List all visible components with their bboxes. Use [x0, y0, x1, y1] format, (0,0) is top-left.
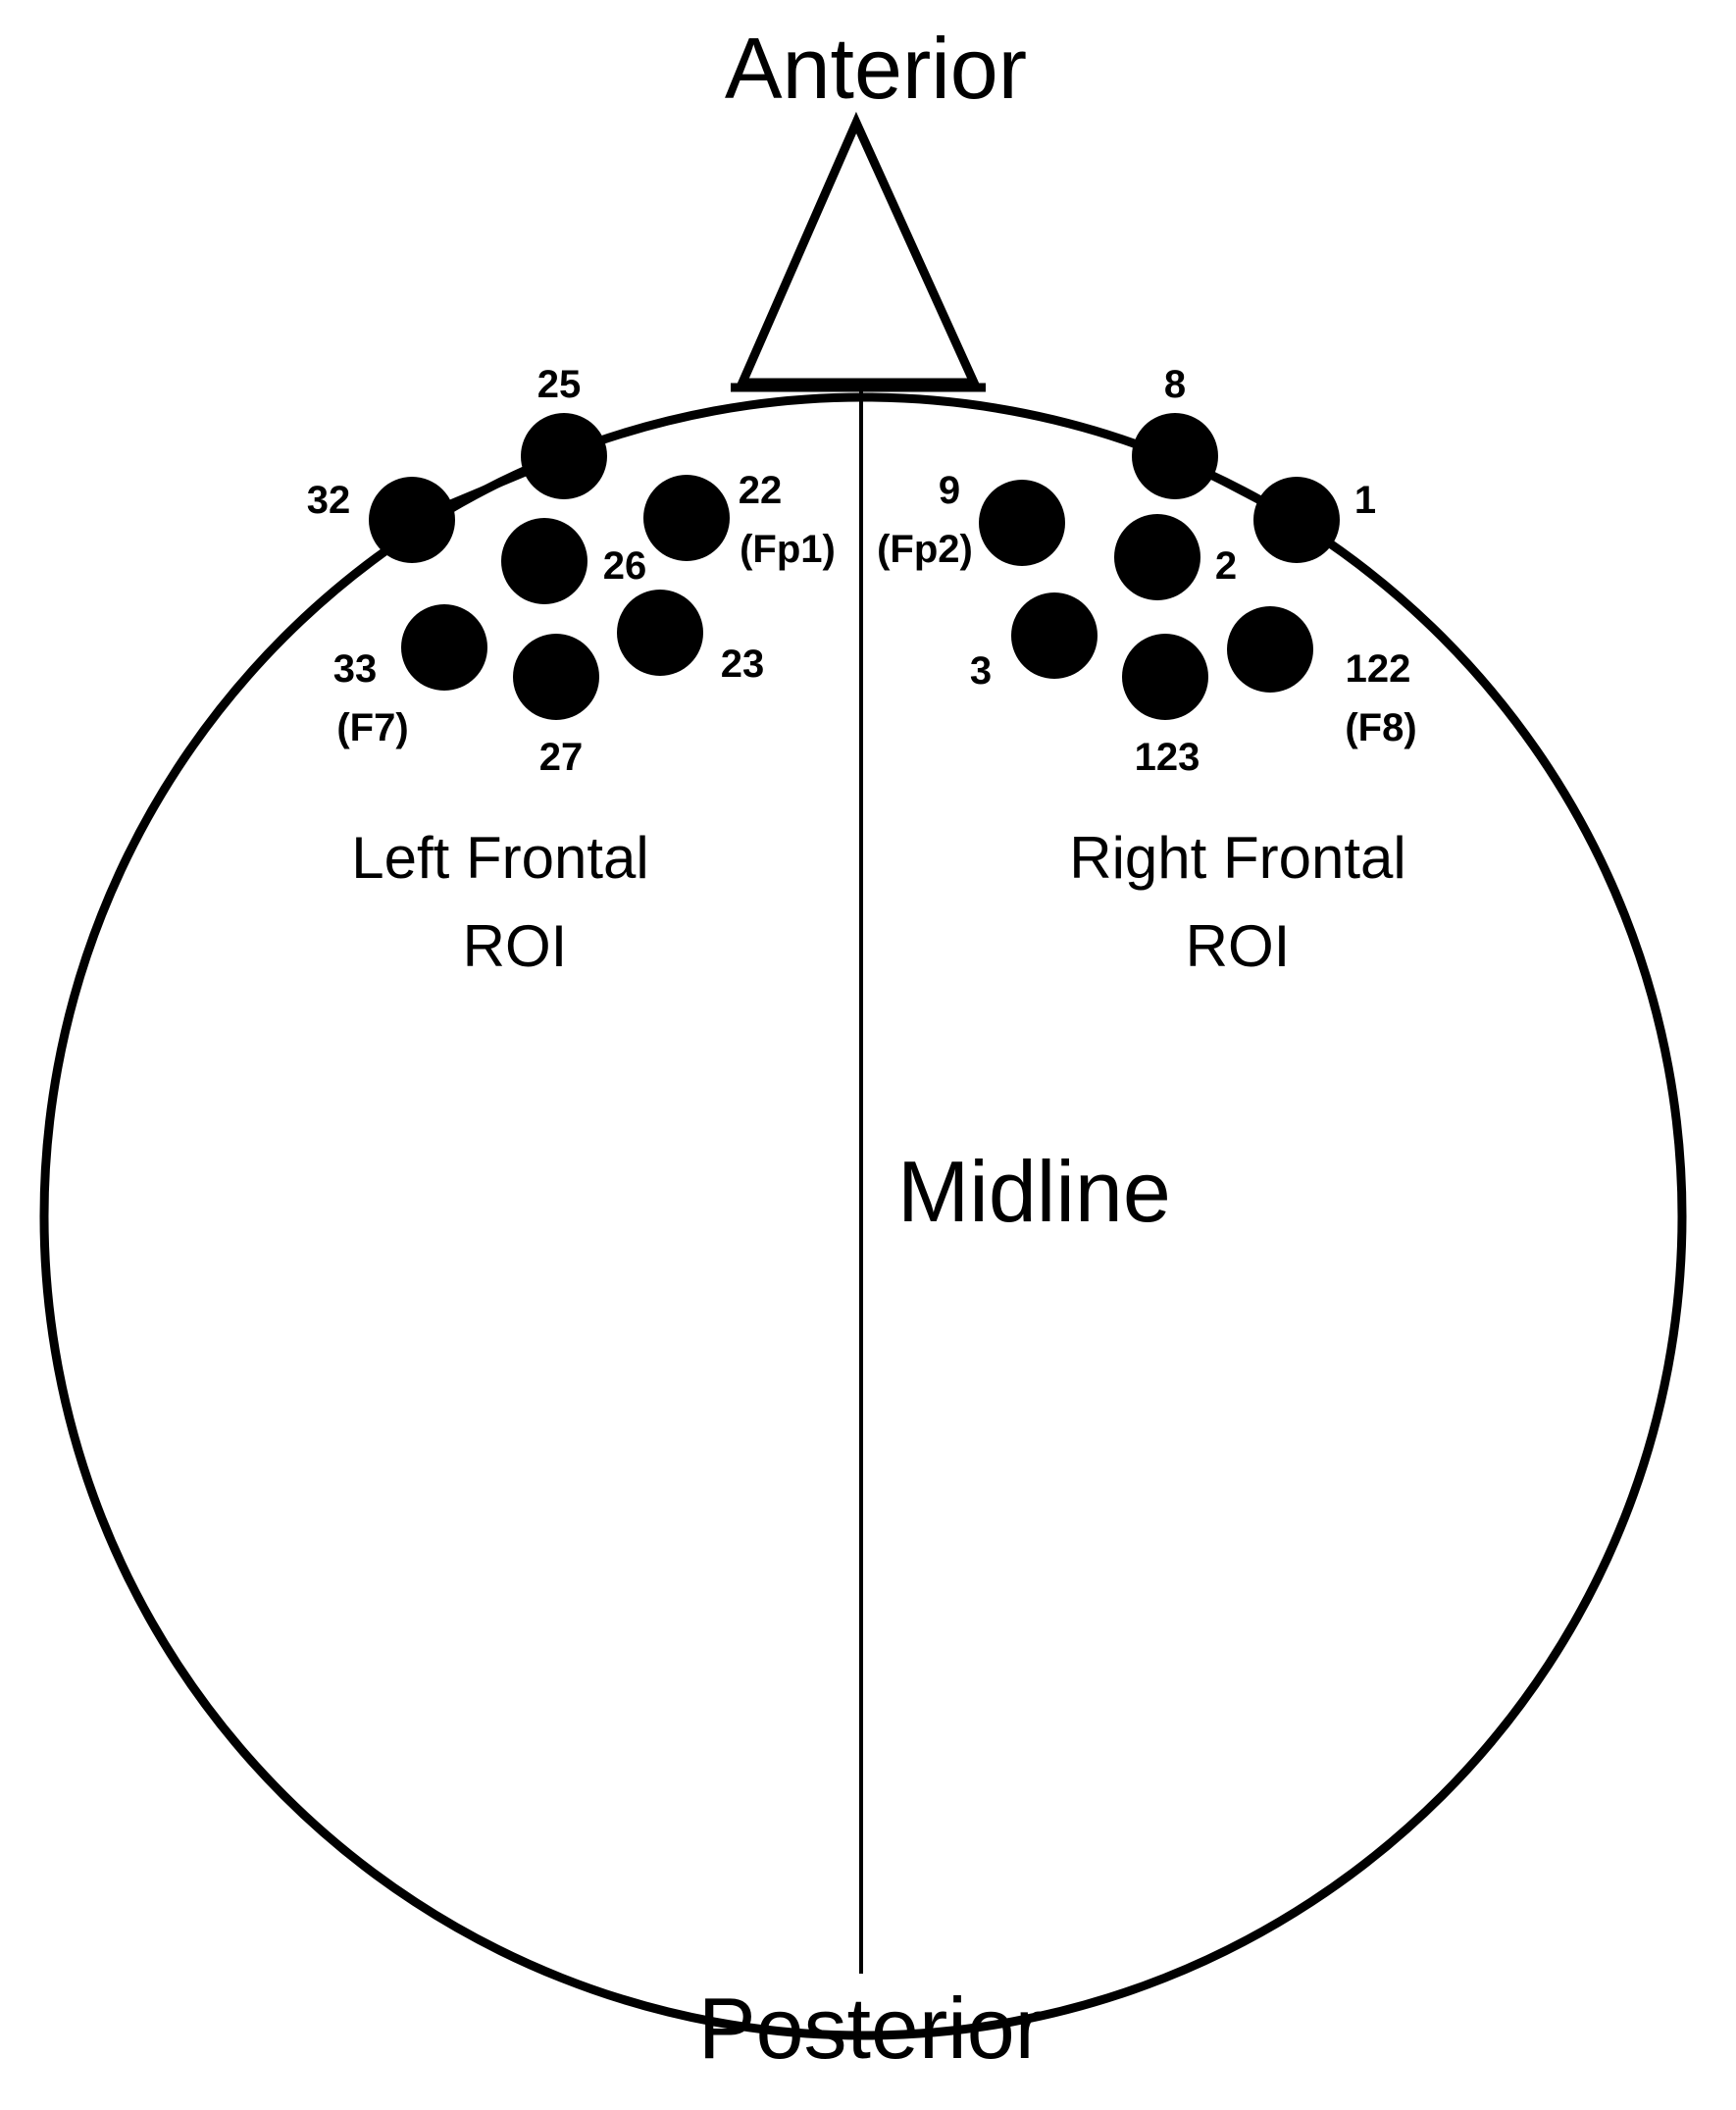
- electrode-label-fp1: (Fp1): [740, 528, 836, 571]
- electrode-27: [513, 634, 599, 720]
- electrode-label-f7: (F7): [336, 706, 408, 749]
- electrode-label-33: 33: [333, 647, 378, 691]
- electrode-8: [1132, 413, 1218, 499]
- electrode-label-f8: (F8): [1345, 706, 1416, 749]
- right-roi-label-line2: ROI: [1186, 913, 1291, 979]
- electrode-label-26: 26: [603, 544, 647, 588]
- electrode-label-122: 122: [1346, 647, 1411, 691]
- midline-label: Midline: [897, 1143, 1171, 1240]
- left-roi-label-line2: ROI: [463, 913, 568, 979]
- nose-triangle: [736, 111, 981, 387]
- electrode-123: [1122, 634, 1208, 720]
- electrode-122: [1227, 606, 1313, 693]
- left-roi-label-line1: Left Frontal: [351, 825, 649, 891]
- electrodes-left: [369, 413, 730, 720]
- electrodes-right: [979, 413, 1340, 720]
- electrode-33: [401, 604, 487, 691]
- electrode-label-8: 8: [1164, 363, 1186, 406]
- anterior-label: Anterior: [725, 20, 1027, 117]
- electrode-23: [617, 590, 703, 676]
- electrode-3: [1011, 592, 1098, 679]
- right-roi-label-line1: Right Frontal: [1069, 825, 1405, 891]
- electrode-label-23: 23: [721, 643, 765, 686]
- electrode-label-123: 123: [1135, 736, 1200, 779]
- electrode-label-2: 2: [1215, 544, 1237, 588]
- electrode-label-22: 22: [739, 469, 783, 512]
- electrode-22: [643, 475, 730, 561]
- electrode-1: [1253, 477, 1340, 563]
- electrode-label-9: 9: [939, 469, 960, 512]
- electrode-2: [1114, 514, 1200, 600]
- electrode-25: [521, 413, 607, 499]
- electrode-label-3: 3: [970, 649, 992, 693]
- electrode-label-1: 1: [1354, 479, 1376, 522]
- electrode-label-fp2: (Fp2): [877, 528, 973, 571]
- electrode-label-25: 25: [537, 363, 582, 406]
- electrode-32: [369, 477, 455, 563]
- electrode-9: [979, 480, 1065, 566]
- electrode-label-27: 27: [539, 736, 584, 779]
- posterior-label: Posterior: [698, 1980, 1044, 2077]
- electrode-label-32: 32: [307, 479, 351, 522]
- electrode-26: [501, 518, 587, 604]
